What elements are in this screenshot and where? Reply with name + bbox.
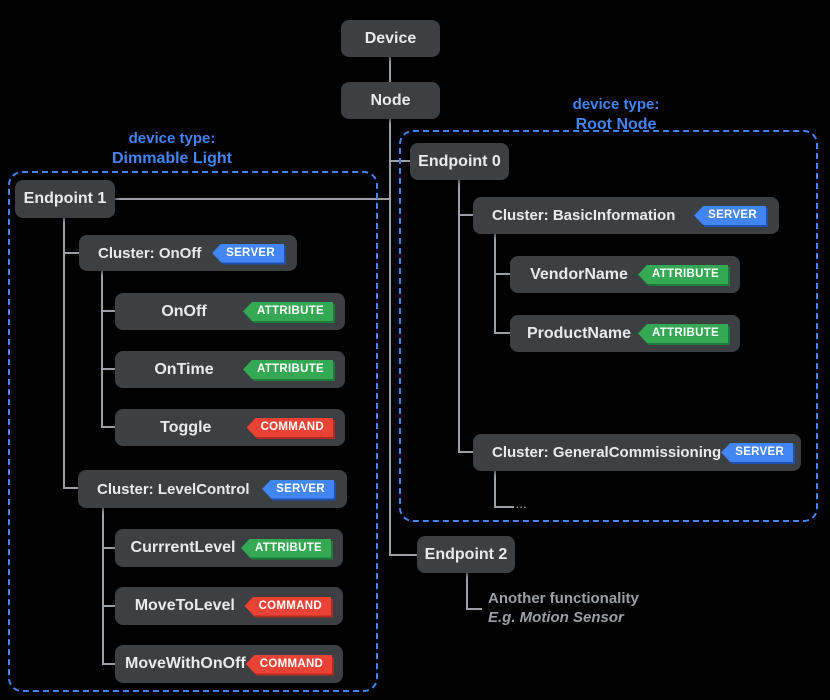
attribute-badge: ATTRIBUTE [240,538,331,558]
endpoint-2-note: Another functionality E.g. Motion Sensor [488,589,639,627]
connector-line [102,663,115,665]
vendorname-attribute-box: VendorName ATTRIBUTE [510,256,740,293]
connector-line [115,198,389,200]
connector-line [494,506,514,508]
connector-line [458,451,473,453]
connector-line [458,180,460,453]
cluster-generalcommissioning-box: Cluster: GeneralCommissioning SERVER [473,434,801,471]
attribute-badge: ATTRIBUTE [242,302,333,321]
attribute-badge: ATTRIBUTE [242,360,333,379]
onoff-label: OnOff [161,302,207,320]
dimmable-light-caption: device type: Dimmable Light [62,129,282,169]
connector-line [458,214,473,216]
command-badge: COMMAND [245,654,333,674]
server-badge: SERVER [721,443,794,462]
ontime-label: OnTime [154,360,214,378]
node-label: Node [370,91,411,109]
onoff-attribute-box: OnOff ATTRIBUTE [115,293,345,330]
vendorname-label: VendorName [530,265,628,283]
server-badge: SERVER [212,243,284,263]
command-badge: COMMAND [246,418,333,437]
device-type-name: Dimmable Light [111,150,232,167]
endpoint-0-box: Endpoint 0 [410,143,509,180]
root-node-group-outline [399,130,818,522]
ellipsis-more-indicator: ... [516,500,528,511]
device-type-label: device type: [572,96,660,113]
connector-line [389,119,391,556]
cluster-levelcontrol-label: Cluster: LevelControl [97,480,250,498]
connector-line [494,471,496,508]
endpoint-1-label: Endpoint 1 [23,190,107,207]
endpoint-2-note-line1: Another functionality [488,590,639,607]
connector-line [63,252,79,254]
movetolevel-command-box: MoveToLevel COMMAND [115,587,343,625]
connector-line [102,547,115,549]
connector-line [494,273,510,275]
command-badge: COMMAND [244,596,331,616]
node-box: Node [341,82,440,119]
connector-line [494,234,496,334]
device-label: Device [364,29,417,47]
endpoint-1-box: Endpoint 1 [15,180,115,218]
connector-line [101,426,115,428]
currrentlevel-attribute-box: CurrrentLevel ATTRIBUTE [115,529,343,567]
connector-line [101,368,115,370]
movetolevel-label: MoveToLevel [134,597,235,614]
cluster-onoff-label: Cluster: OnOff [98,244,202,262]
connector-line [102,508,104,665]
root-node-caption: device type: Root Node [506,95,726,135]
currrentlevel-label: CurrrentLevel [130,539,236,556]
productname-attribute-box: ProductName ATTRIBUTE [510,315,740,352]
movewithonoff-command-box: MoveWithOnOff COMMAND [115,645,343,683]
toggle-label: Toggle [160,418,212,436]
device-box: Device [341,20,440,57]
productname-label: ProductName [526,324,631,342]
connector-line [466,608,482,610]
device-type-label: device type: [128,130,216,147]
server-badge: SERVER [694,206,766,225]
connector-line [389,554,417,556]
cluster-generalcommissioning-label: Cluster: GeneralCommissioning [492,444,722,461]
connector-line [101,310,115,312]
cluster-levelcontrol-box: Cluster: LevelControl SERVER [78,470,347,508]
ontime-attribute-box: OnTime ATTRIBUTE [115,351,345,388]
cluster-onoff-box: Cluster: OnOff SERVER [79,235,297,271]
attribute-badge: ATTRIBUTE [637,324,728,343]
toggle-command-box: Toggle COMMAND [115,409,345,446]
connector-line [101,271,103,428]
connector-line [63,487,78,489]
server-badge: SERVER [262,479,334,499]
endpoint-0-label: Endpoint 0 [418,152,501,170]
connector-line [494,332,510,334]
endpoint-2-label: Endpoint 2 [424,545,508,563]
dimmable-light-group-outline [8,171,378,692]
cluster-basicinformation-label: Cluster: BasicInformation [492,207,676,224]
endpoint-2-box: Endpoint 2 [417,536,515,573]
movewithonoff-label: MoveWithOnOff [125,655,246,672]
attribute-badge: ATTRIBUTE [637,265,728,284]
endpoint-2-note-line2: E.g. Motion Sensor [488,609,624,626]
connector-line [389,57,391,82]
connector-line [63,218,65,489]
cluster-basicinformation-box: Cluster: BasicInformation SERVER [473,197,779,234]
device-type-name: Root Node [575,116,657,133]
connector-line [102,605,115,607]
connector-line [466,573,468,610]
